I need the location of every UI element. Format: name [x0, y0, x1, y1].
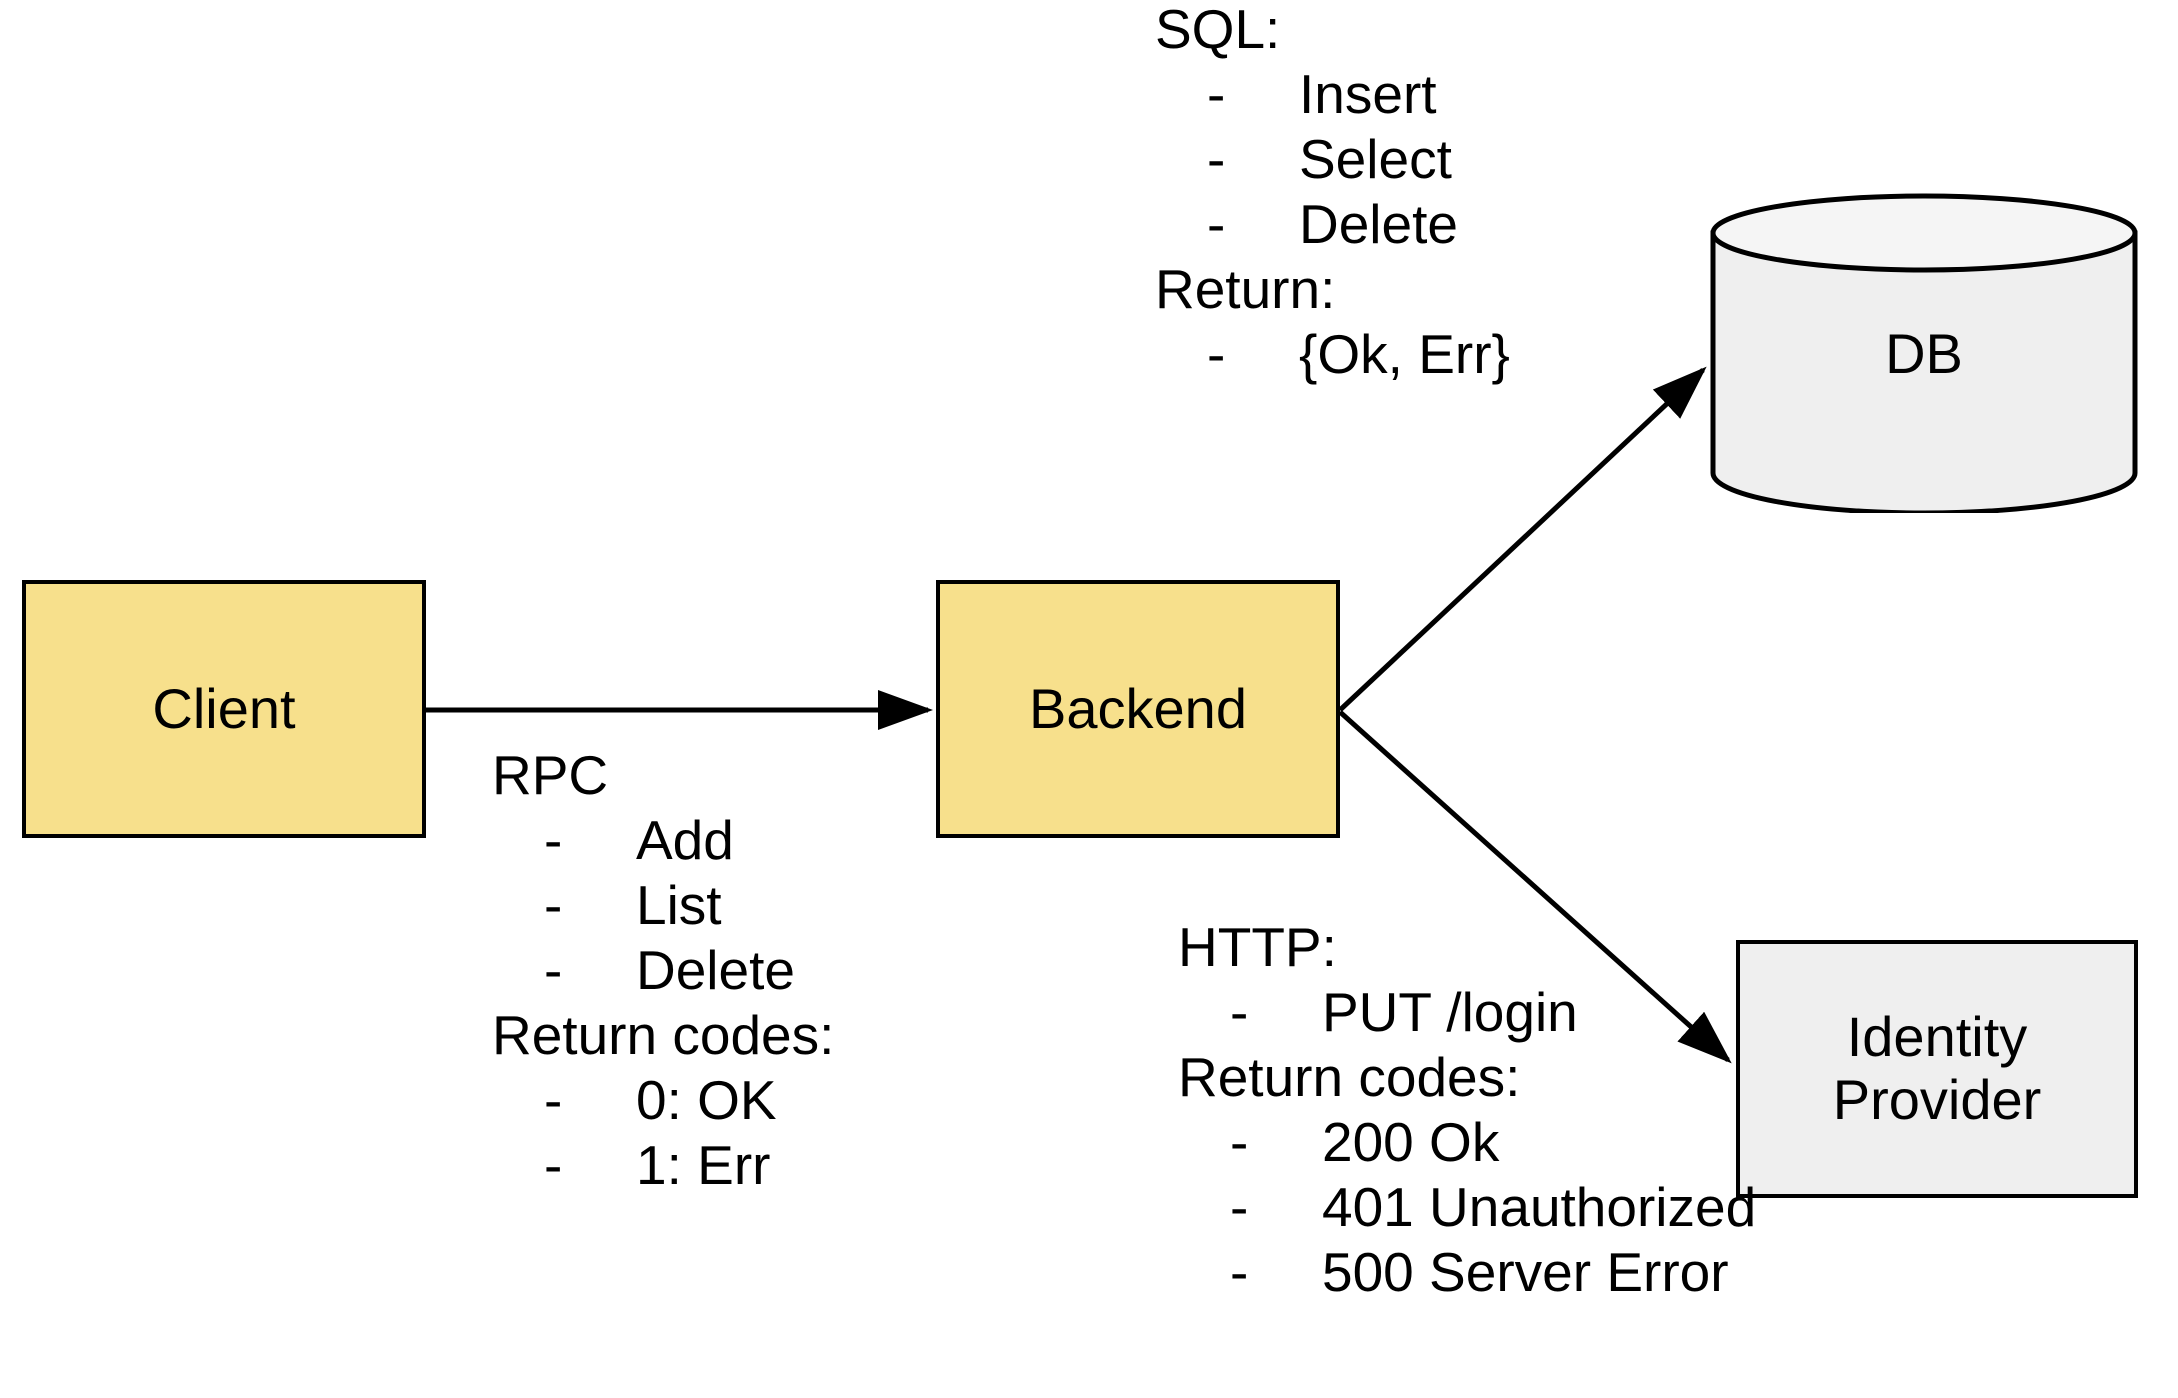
node-backend-label: Backend — [1029, 676, 1247, 740]
node-identity-provider-label-line2: Provider — [1832, 1068, 2042, 1131]
annotation-rpc-item-0-text: Add — [636, 809, 734, 871]
annotation-rpc-item-2-text: Delete — [636, 939, 795, 1001]
annotation-http-subitem-0-text: 200 Ok — [1322, 1111, 1500, 1173]
node-db-label: DB — [1885, 321, 1963, 385]
cylinder-shape — [1710, 193, 2138, 513]
node-identity-provider-label-wrap: Identity Provider — [1832, 1005, 2042, 1131]
annotation-http-subitem-0: -200 Ok — [1178, 1115, 1756, 1170]
annotation-rpc: RPC -Add -List -Delete Return codes: -0:… — [492, 748, 834, 1203]
annotation-http-subitem-2: -500 Server Error — [1178, 1245, 1756, 1300]
bullet-dash-icon: - — [1230, 981, 1249, 1043]
annotation-http-item-0-text: PUT /login — [1322, 981, 1578, 1043]
annotation-sql-item-0: -Insert — [1155, 67, 1510, 122]
annotation-rpc-subheader: Return codes: — [492, 1004, 835, 1066]
bullet-dash-icon: - — [544, 1134, 563, 1196]
bullet-dash-icon: - — [1207, 193, 1226, 255]
annotation-sql-subitem-0-text: {Ok, Err} — [1299, 323, 1510, 385]
node-db-label-wrap: DB — [1710, 193, 2138, 513]
annotation-sql-header: SQL: — [1155, 0, 1281, 60]
bullet-dash-icon: - — [544, 874, 563, 936]
annotation-sql: SQL: -Insert -Select -Delete Return: -{O… — [1155, 2, 1510, 392]
annotation-sql-item-1-text: Select — [1299, 128, 1452, 190]
annotation-sql-item-0-text: Insert — [1299, 63, 1437, 125]
edge-backend-to-db — [1338, 366, 1707, 712]
annotation-http-header: HTTP: — [1178, 916, 1337, 978]
node-client-label: Client — [152, 676, 296, 740]
bullet-dash-icon: - — [544, 1069, 563, 1131]
bullet-dash-icon: - — [1207, 63, 1226, 125]
annotation-http-subitem-1: -401 Unauthorized — [1178, 1180, 1756, 1235]
annotation-rpc-subitem-1-text: 1: Err — [636, 1134, 771, 1196]
annotation-rpc-item-1-text: List — [636, 874, 722, 936]
annotation-rpc-item-2: -Delete — [492, 943, 834, 998]
annotation-rpc-item-0: -Add — [492, 813, 834, 868]
annotation-sql-item-1: -Select — [1155, 132, 1510, 187]
bullet-dash-icon: - — [1230, 1241, 1249, 1303]
annotation-rpc-subitem-0-text: 0: OK — [636, 1069, 777, 1131]
annotation-http-subheader: Return codes: — [1178, 1046, 1521, 1108]
annotation-sql-subitem-0: -{Ok, Err} — [1155, 327, 1510, 382]
annotation-sql-item-2: -Delete — [1155, 197, 1510, 252]
annotation-http-subitem-1-text: 401 Unauthorized — [1322, 1176, 1757, 1238]
annotation-sql-item-2-text: Delete — [1299, 193, 1458, 255]
annotation-http: HTTP: -PUT /login Return codes: -200 Ok … — [1178, 920, 1756, 1310]
node-backend[interactable]: Backend — [936, 580, 1340, 838]
annotation-rpc-subitem-1: -1: Err — [492, 1138, 834, 1193]
bullet-dash-icon: - — [1230, 1176, 1249, 1238]
annotation-rpc-subitem-0: -0: OK — [492, 1073, 834, 1128]
annotation-rpc-item-1: -List — [492, 878, 834, 933]
node-identity-provider-label-line1: Identity — [1846, 1005, 2028, 1069]
node-db[interactable]: DB — [1710, 193, 2138, 513]
bullet-dash-icon: - — [1230, 1111, 1249, 1173]
bullet-dash-icon: - — [1207, 323, 1226, 385]
annotation-rpc-header: RPC — [492, 744, 609, 806]
bullet-dash-icon: - — [1207, 128, 1226, 190]
bullet-dash-icon: - — [544, 809, 563, 871]
annotation-http-item-0: -PUT /login — [1178, 985, 1756, 1040]
bullet-dash-icon: - — [544, 939, 563, 1001]
node-identity-provider[interactable]: Identity Provider — [1736, 940, 2138, 1198]
node-client[interactable]: Client — [22, 580, 426, 838]
annotation-http-subitem-2-text: 500 Server Error — [1322, 1241, 1729, 1303]
annotation-sql-subheader: Return: — [1155, 258, 1336, 320]
